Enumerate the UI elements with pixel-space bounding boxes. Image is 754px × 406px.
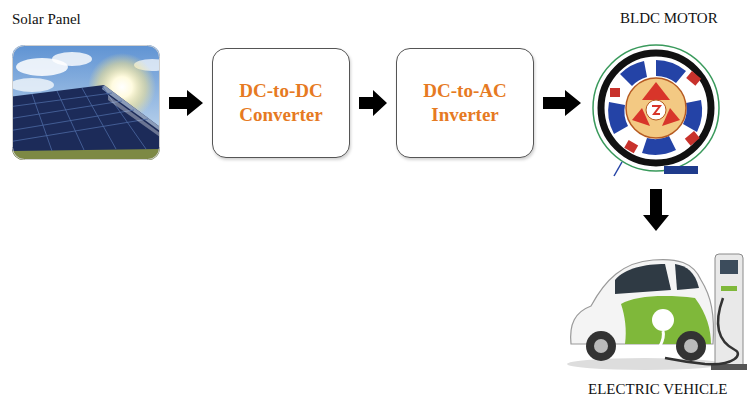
- flow-arrow: [169, 90, 203, 116]
- vehicle-picture: [565, 240, 750, 375]
- solar-panel: Solar Panel: [12, 45, 160, 160]
- box-label: DC-to-DC Converter: [223, 79, 339, 127]
- vehicle: ELECTRIC VEHICLE: [565, 240, 750, 375]
- picture-heading: Solar Panel: [12, 10, 81, 28]
- flow-arrow: [359, 90, 387, 116]
- box-label: DC-to-AC Inverter: [407, 79, 523, 127]
- picture-heading: BLDC MOTOR: [620, 9, 718, 27]
- picture-heading: ELECTRIC VEHICLE: [588, 380, 727, 398]
- process-box: DC-to-AC Inverter: [396, 48, 534, 158]
- motor-picture: [590, 38, 722, 180]
- solar-panel-picture: [12, 45, 160, 160]
- flow-arrow: [643, 189, 669, 231]
- motor: BLDC MOTOR: [590, 38, 722, 180]
- process-box: DC-to-DC Converter: [212, 48, 350, 158]
- flow-arrow: [543, 90, 581, 116]
